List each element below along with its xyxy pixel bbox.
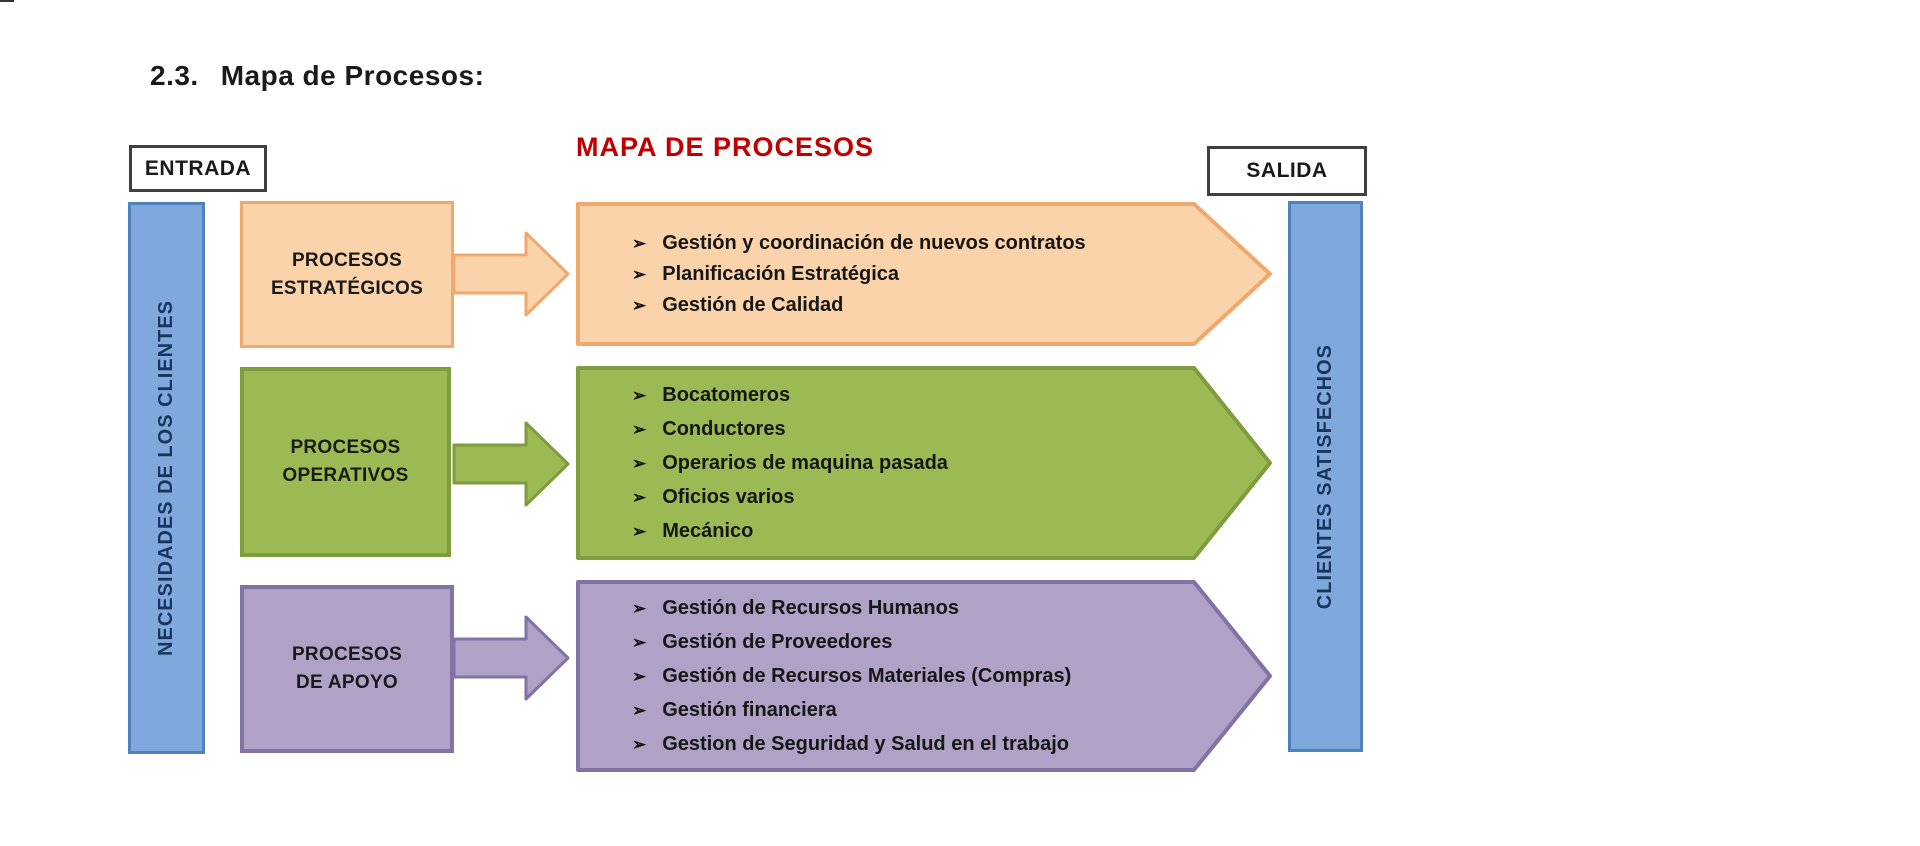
right-arrow-connector-icon [452,231,570,317]
output-bar-label: CLIENTES SATISFECHOS [1314,343,1336,610]
entrada-box: ENTRADA [129,145,267,192]
strategic-processes-arrow: ➢ Gestión y coordinación de nuevos contra… [576,202,1276,346]
item-text: Gestión de Recursos Humanos [662,596,959,619]
entrada-label: ENTRADA [144,156,252,180]
item-text: Gestión de Proveedores [662,630,893,653]
item-text: Gestión de Recursos Materiales (Compras) [662,664,1072,687]
item-text: Conductores [662,417,786,440]
big-arrow-shape-icon [576,580,1272,772]
item-text: Operarios de maquina pasada [662,451,948,474]
arrow-bullet-icon: ➢ [632,521,647,541]
strategic-items-list: ➢ Gestión y coordinación de nuevos contra… [632,202,1186,346]
item-text: Mecánico [662,519,754,542]
section-number: 2.3. [150,60,199,91]
input-bar: NECESIDADES DE LOS CLIENTES [128,202,205,754]
big-arrow-shape-icon [576,366,1272,560]
list-item: ➢ Gestión de Recursos Materiales (Compras… [632,659,1186,693]
list-item: ➢ Gestion de Seguridad y Salud en el trab… [632,727,1186,761]
big-arrow-shape-icon [576,202,1272,346]
arrow-bullet-icon: ➢ [632,453,647,473]
scan-artifact-line [0,0,14,2]
section-title-text: Mapa de Procesos: [220,60,485,91]
support-processes-box: PROCESOS DE APOYO [240,585,454,753]
list-item: ➢ Operarios de maquina pasada [632,446,1186,480]
salida-box: SALIDA [1207,146,1367,196]
item-text: Gestion de Seguridad y Salud en el traba… [662,732,1070,755]
list-item: ➢ Gestión y coordinación de nuevos contra… [632,228,1186,259]
support-processes-arrow: ➢ Gestión de Recursos Humanos ➢ Gestión de… [576,580,1276,772]
item-text: Oficios varios [662,485,795,508]
diagram-title: MAPA DE PROCESOS [575,132,875,162]
output-bar: CLIENTES SATISFECHOS [1288,201,1363,752]
arrow-bullet-icon: ➢ [632,666,647,686]
list-item: ➢ Gestión financiera [632,693,1186,727]
arrow-bullet-icon: ➢ [632,264,647,284]
right-arrow-connector-icon [452,421,570,507]
input-bar-label: NECESIDADES DE LOS CLIENTES [155,300,177,656]
arrow-bullet-icon: ➢ [632,632,647,652]
list-item: ➢ Mecánico [632,514,1186,548]
arrow-bullet-icon: ➢ [632,734,647,754]
arrow-bullet-icon: ➢ [632,233,647,253]
list-item: ➢ Conductores [632,412,1186,446]
operative-items-list: ➢ Bocatomeros ➢ Conductores ➢ Operarios de … [632,366,1186,560]
item-text: Bocatomeros [662,383,791,406]
list-item: ➢ Bocatomeros [632,378,1186,412]
arrow-bullet-icon: ➢ [632,419,647,439]
arrow-bullet-icon: ➢ [632,487,647,507]
section-title: 2.3. Mapa de Procesos: [150,60,484,92]
arrow-bullet-icon: ➢ [632,385,647,405]
list-item: ➢ Gestión de Proveedores [632,625,1186,659]
operative-processes-box: PROCESOS OPERATIVOS [240,367,451,557]
list-item: ➢ Oficios varios [632,480,1186,514]
list-item: ➢ Planificación Estratégica [632,259,1186,290]
item-text: Gestión financiera [662,698,837,721]
support-items-list: ➢ Gestión de Recursos Humanos ➢ Gestión de… [632,580,1186,772]
list-item: ➢ Gestión de Recursos Humanos [632,591,1186,625]
right-arrow-connector-icon [452,615,570,701]
item-text: Gestión de Calidad [662,293,844,316]
salida-label: SALIDA [1246,159,1328,182]
arrow-bullet-icon: ➢ [632,598,647,618]
strategic-processes-box: PROCESOS ESTRATÉGICOS [240,201,454,348]
item-text: Gestión y coordinación de nuevos contrat… [662,231,1086,254]
list-item: ➢ Gestión de Calidad [632,290,1186,321]
operative-processes-arrow: ➢ Bocatomeros ➢ Conductores ➢ Operarios de … [576,366,1276,560]
item-text: Planificación Estratégica [662,262,900,285]
arrow-bullet-icon: ➢ [632,700,647,720]
arrow-bullet-icon: ➢ [632,295,647,315]
